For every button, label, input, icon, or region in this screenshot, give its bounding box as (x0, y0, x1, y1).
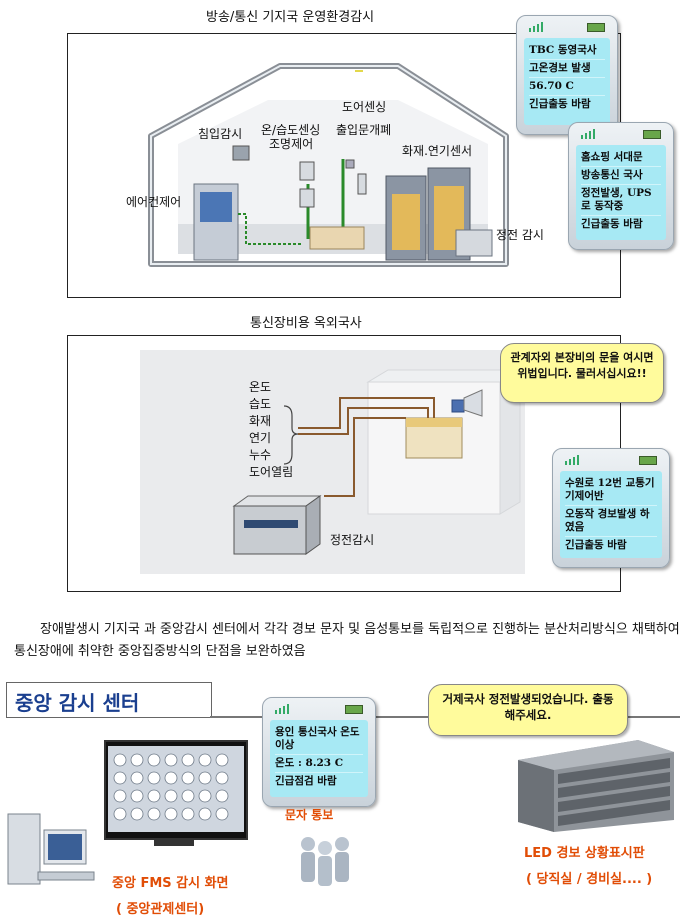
label-fire-smoke: 화재.연기센서 (402, 144, 473, 158)
fms-monitor (104, 740, 248, 840)
phone-screen: TBC 동영국사 고온경보 발생 56.70 C 긴급출동 바람 (524, 38, 610, 125)
sms-line: 용인 통신국사 온도 이상 (275, 724, 363, 755)
label-access-door: 출입문개폐 (336, 123, 392, 137)
fms-screen (108, 746, 244, 832)
description-paragraph: 장애발생시 기지국 과 중앙감시 센터에서 각각 경보 문자 및 음성통보를 독… (14, 622, 680, 659)
fms-sublabel: ( 중앙관제센터) (116, 902, 205, 917)
signal-icon (565, 455, 579, 465)
sms-line: 긴급점검 바람 (275, 775, 337, 787)
outdoor-illustration (140, 350, 525, 574)
battery-icon (345, 705, 363, 714)
led-sublabel: ( 당직실 / 경비실.... ) (526, 872, 653, 887)
computer-icon (7, 813, 95, 885)
phone-screen: 용인 통신국사 온도 이상 온도 : 8.23 C 긴급점검 바람 (270, 720, 368, 797)
label-temp-humidity: 온/습도센싱 (261, 123, 321, 137)
sensor-item: 누수 (249, 448, 272, 462)
sms-phone-homeshopping: 홈쇼핑 서대문 방송통신 국사 정전발생, UPS로 동작중 긴급출동 바람 (568, 122, 674, 250)
label-aircon: 에어컨제어 (126, 195, 182, 209)
sms-line: 정전발생, UPS로 동작중 (581, 185, 661, 216)
central-header-title: 중앙 감시 센터 (15, 691, 140, 715)
sensor-brace (283, 405, 299, 465)
phone-screen: 홈쇼핑 서대문 방송통신 국사 정전발생, UPS로 동작중 긴급출동 바람 (576, 145, 666, 240)
label-intrusion: 침입감시 (198, 127, 243, 141)
sms-line: 56.70 C (529, 78, 605, 96)
sensor-item: 연기 (249, 431, 272, 445)
sms-line: 방송통신 국사 (581, 167, 661, 185)
sms-line: 긴급출동 바람 (581, 218, 643, 230)
label-power-failure: 정전 감시 (496, 228, 544, 242)
dispatch-bubble: 거제국사 정전발생되었습니다. 출동 해주세요. (428, 684, 628, 736)
battery-icon (587, 23, 605, 32)
label-door-sensing: 도어센싱 (342, 100, 387, 114)
sms-notice-label: 문자 통보 (285, 808, 334, 822)
station-illustration (148, 63, 509, 267)
signal-icon (275, 704, 289, 714)
sms-line: 긴급출동 바람 (565, 539, 627, 551)
signal-icon (529, 22, 543, 32)
monitor-stand (154, 838, 194, 846)
sms-phone-tbc: TBC 동영국사 고온경보 발생 56.70 C 긴급출동 바람 (516, 15, 618, 135)
sensor-item: 습도 (249, 397, 272, 411)
sms-line: 긴급출동 바람 (529, 98, 591, 110)
sensor-item: 온도 (249, 380, 272, 394)
sms-line: 고온경보 발생 (529, 60, 605, 78)
led-status-board (518, 740, 674, 832)
sms-line: 홈쇼핑 서대문 (581, 149, 661, 167)
people-icon (301, 837, 349, 886)
sms-line: 오동작 경보발생 하였음 (565, 506, 657, 537)
outdoor-panel: 온도 습도 화재 연기 누수 도어열림 정전감시 (67, 335, 621, 592)
led-label: LED 경보 상황표시판 (524, 846, 645, 861)
warning-bubble: 관계자외 본장비의 문을 여시면 위법입니다. 물러서십시요!! (500, 343, 664, 403)
sensor-item: 도어열림 (249, 465, 294, 479)
sms-phone-yongin: 용인 통신국사 온도 이상 온도 : 8.23 C 긴급점검 바람 (262, 697, 376, 807)
sensor-item: 화재 (249, 414, 272, 428)
sms-line: 수원로 12번 교통기기제어반 (565, 475, 657, 506)
battery-icon (639, 456, 657, 465)
signal-icon (581, 129, 595, 139)
fms-label: 중앙 FMS 감시 화면 (112, 876, 229, 891)
central-header-box: 중앙 감시 센터 (6, 682, 212, 718)
label-power-failure-outdoor: 정전감시 (330, 533, 375, 547)
sms-line: TBC 동영국사 (529, 42, 605, 60)
sms-line: 온도 : 8.23 C (275, 755, 363, 773)
label-lighting: 조명제어 (269, 137, 314, 151)
section2-title: 통신장비용 옥외국사 (250, 316, 362, 331)
sms-phone-suwon: 수원로 12번 교통기기제어반 오동작 경보발생 하였음 긴급출동 바람 (552, 448, 670, 568)
battery-icon (643, 130, 661, 139)
phone-screen: 수원로 12번 교통기기제어반 오동작 경보발생 하였음 긴급출동 바람 (560, 471, 662, 558)
section1-title: 방송/통신 기지국 운영환경감시 (206, 10, 375, 25)
